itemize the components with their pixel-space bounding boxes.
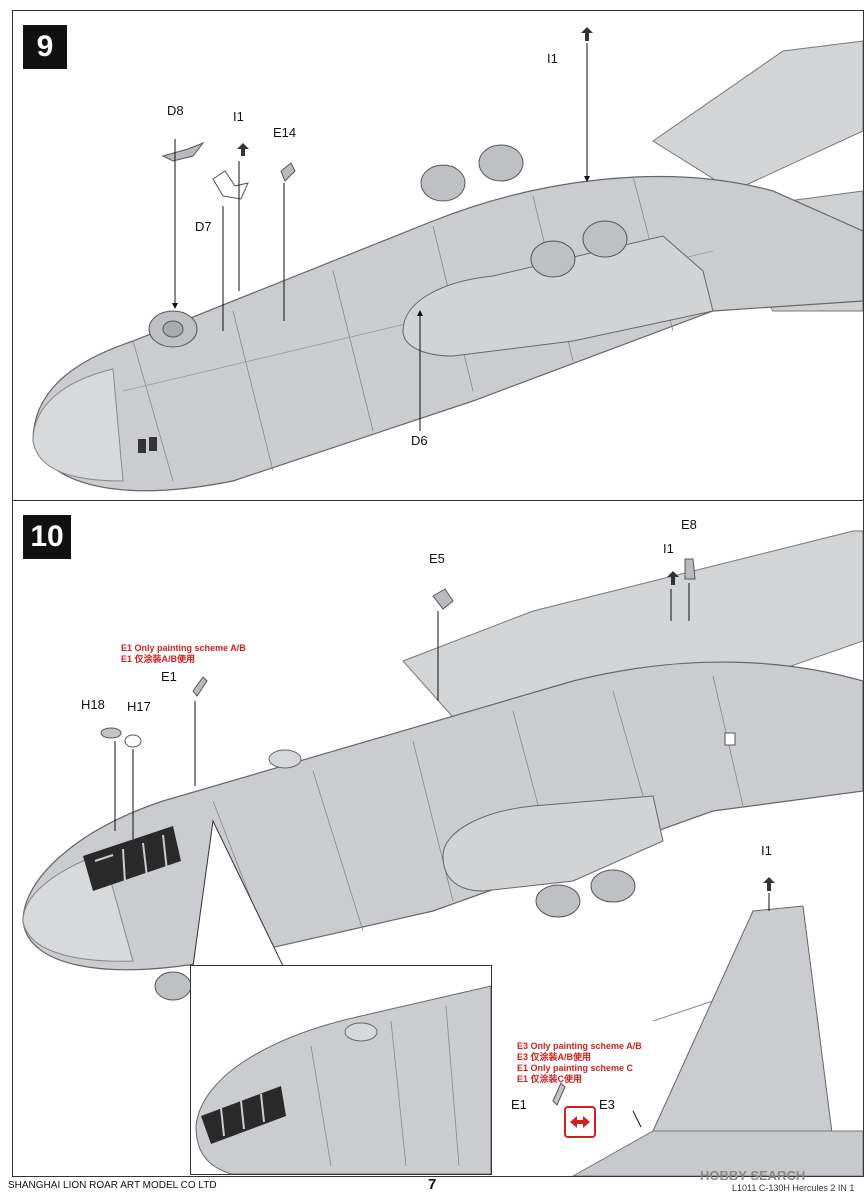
note-e3-e1: E3 Only painting scheme A/B E3 仅涂装A/B使用 … [517,1041,642,1085]
footer-product: L1011 C-130H Hercules 2 IN 1 [732,1183,855,1193]
detail-inset [190,965,492,1175]
part-label-i1-a: I1 [233,109,244,124]
part-label-i1-a: I1 [663,541,674,556]
note-e3-ab-en: E3 Only painting scheme A/B [517,1041,642,1051]
swap-arrows-icon [564,1106,596,1138]
step-9-illustration [32,27,863,492]
part-label-d8: D8 [167,103,184,118]
step-9-panel: 9 [12,10,864,502]
step-10-illustration [22,530,863,1176]
step-10-number: 10 [23,515,71,559]
part-label-e1-a: E1 [161,669,177,684]
page-number: 7 [428,1176,437,1193]
note-e3-ab-cn: E3 仅涂装A/B使用 [517,1052,592,1062]
step-9-number: 9 [23,25,67,69]
note-e1-c-en: E1 Only painting scheme C [517,1063,634,1073]
note-e1-c-cn: E1 仅涂装C使用 [517,1074,583,1084]
part-label-d7: D7 [195,219,212,234]
hobby-search-watermark: HOBBY SEARCH [700,1168,806,1183]
part-label-h17: H17 [127,699,151,714]
part-label-i1-b: I1 [547,51,558,66]
part-label-e8: E8 [681,517,697,532]
part-label-e3: E3 [599,1097,615,1112]
part-label-i1-b: I1 [761,843,772,858]
part-label-d6: D6 [411,433,428,448]
note-e1-ab-en: E1 Only painting scheme A/B [121,643,246,653]
part-label-h18: H18 [81,697,105,712]
note-e1-ab: E1 Only painting scheme A/B E1 仅涂装A/B使用 [121,643,246,665]
part-label-e1-b: E1 [511,1097,527,1112]
inset-illustration [195,985,491,1174]
footer-company: SHANGHAI LION ROAR ART MODEL CO LTD [8,1180,217,1191]
part-label-e5: E5 [429,551,445,566]
part-label-e14: E14 [273,125,297,140]
note-e1-ab-cn: E1 仅涂装A/B使用 [121,654,196,664]
